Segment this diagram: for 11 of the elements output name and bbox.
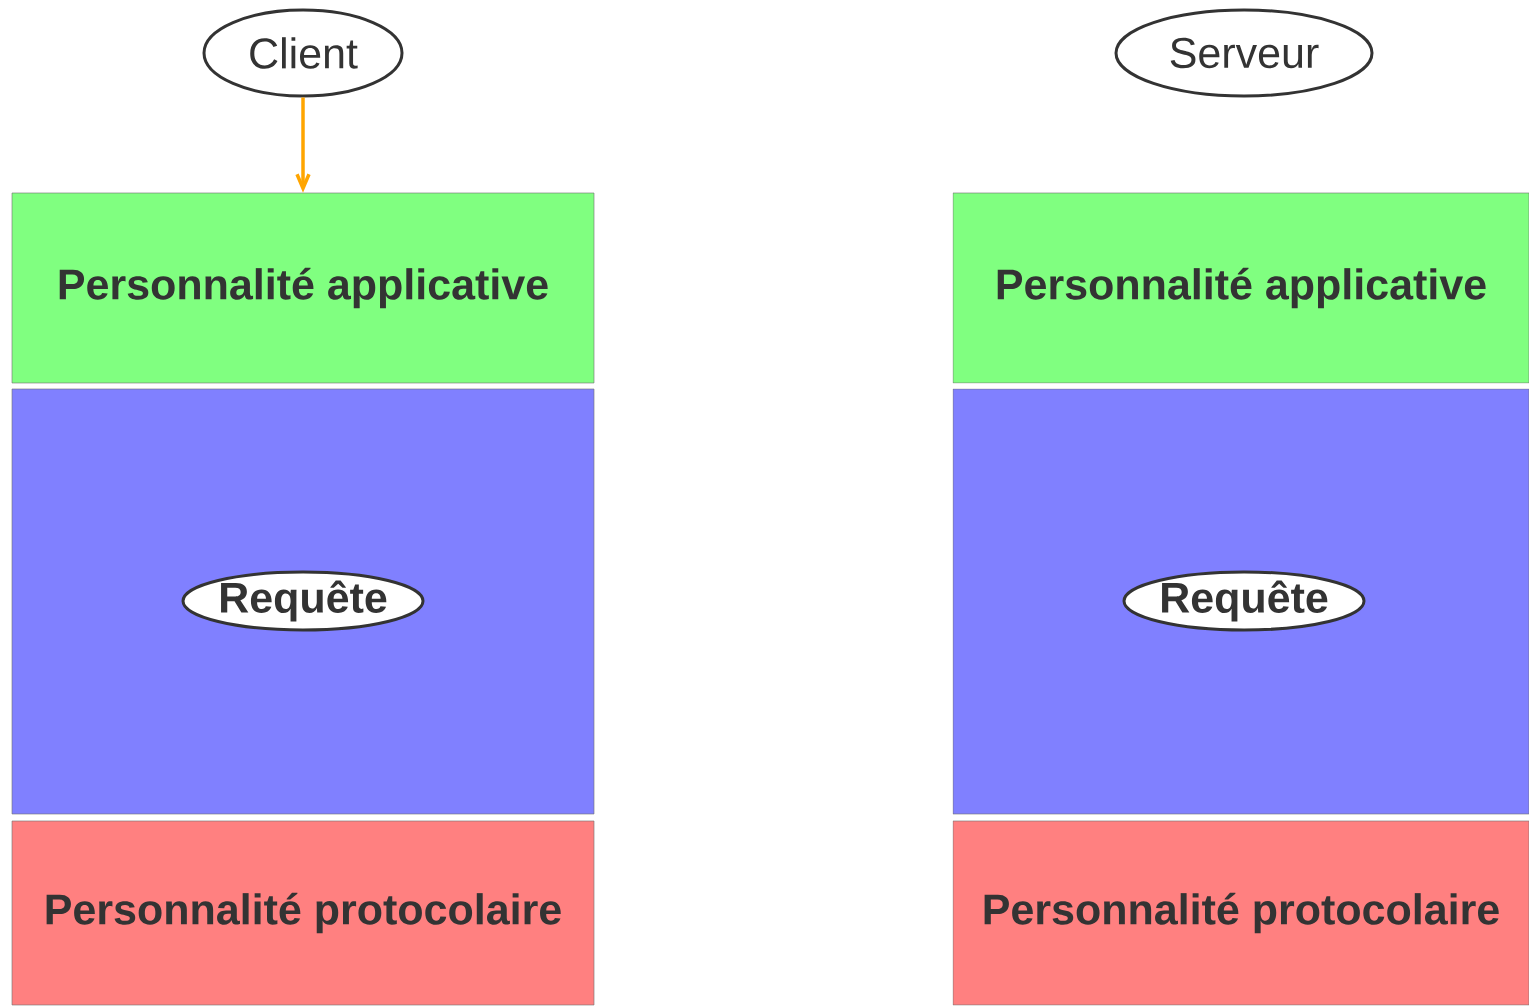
ellipse-node: Serveur <box>1114 8 1374 98</box>
arrow <box>295 97 311 193</box>
ellipse-node: Requête <box>1122 570 1366 632</box>
ellipse-node: Requête <box>181 570 425 632</box>
layer-box <box>11 388 595 815</box>
ellipse-node: Client <box>202 8 404 98</box>
layer-box: Personnalité protocolaire <box>11 820 595 1006</box>
layer-box: Personnalité protocolaire <box>952 820 1529 1006</box>
layer-box: Personnalité applicative <box>11 192 595 384</box>
layer-box: Personnalité applicative <box>952 192 1529 384</box>
layer-box <box>952 388 1529 815</box>
